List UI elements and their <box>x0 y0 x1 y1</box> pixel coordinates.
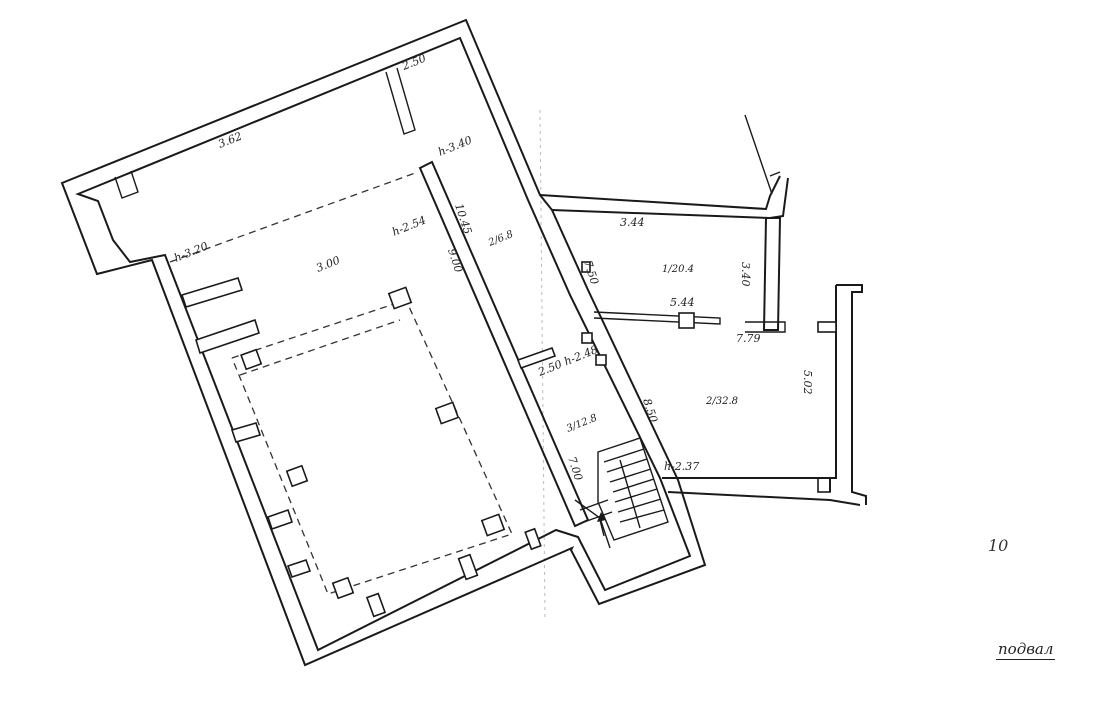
stair-arrow-icon <box>597 512 606 522</box>
label-annex-top: 3.44 <box>620 216 645 229</box>
corridor-post <box>581 332 593 344</box>
main-inner-wall <box>75 36 692 652</box>
annex-bottom-wall-outer <box>667 491 861 506</box>
corridor-post-2 <box>595 354 607 366</box>
wall-nib-4 <box>266 508 294 531</box>
label-top-right: 2.50 <box>399 52 428 74</box>
column-8 <box>365 592 387 618</box>
annex-column <box>678 312 695 329</box>
label-right-a: 10.45 <box>452 202 474 236</box>
main-building <box>60 18 707 667</box>
column-7 <box>457 553 479 581</box>
label-annex-height: h-2.37 <box>664 460 699 473</box>
label-height-main: h-3.40 <box>436 134 474 159</box>
label-annex-room-1: 1/20.4 <box>662 264 694 275</box>
sheet-mark: 10 <box>988 536 1009 555</box>
label-span: 3.00 <box>314 254 342 275</box>
dashed-grid-outline <box>231 299 513 595</box>
column-5 <box>480 513 506 537</box>
column-3 <box>434 401 460 425</box>
floor-caption: подвал <box>996 640 1056 660</box>
annex-room2-right-wall-inner <box>830 285 837 479</box>
column-6 <box>331 576 355 600</box>
wall-nib-2 <box>195 318 260 355</box>
annex-partition-end <box>745 321 786 333</box>
label-annex-room-2: 2/32.8 <box>705 396 738 407</box>
label-height-left: h-3.20 <box>172 240 210 265</box>
label-corridor: 2.50 h-2.48 <box>535 343 599 379</box>
label-annex-right-2: 5.02 <box>801 370 814 395</box>
label-room-2: 2/6.8 <box>486 229 515 249</box>
dashed-grid-inner <box>239 319 401 376</box>
label-room-3: 3/12.8 <box>565 413 599 435</box>
column-4 <box>285 464 309 488</box>
wall-nib-1 <box>180 277 244 308</box>
label-top-left: 3.62 <box>216 130 244 151</box>
wall-nib-5 <box>286 558 312 579</box>
top-left-recess <box>114 170 139 199</box>
annex-corner-post <box>817 477 831 493</box>
annex-building <box>539 114 867 506</box>
corridor-nib <box>516 346 557 370</box>
label-right-b: 9.00 <box>445 247 465 274</box>
dashed-beam-top <box>169 171 419 263</box>
column-9 <box>524 527 542 551</box>
label-inner-height: h-2.54 <box>390 214 428 239</box>
annex-room2-right-wall <box>836 284 867 505</box>
label-annex-mid: 5.44 <box>670 296 695 309</box>
interior-bearing-wall <box>418 160 590 528</box>
corridor-post-3 <box>581 261 591 273</box>
column-1 <box>240 348 263 371</box>
label-annex-mid-2: 7.79 <box>736 332 761 345</box>
wall-nib-3 <box>230 422 262 443</box>
annex-stub-cap <box>769 171 781 177</box>
annex-diagonal-stub <box>744 114 773 195</box>
column-2 <box>387 286 413 310</box>
annex-nib <box>817 321 837 333</box>
main-outer-wall <box>60 18 707 667</box>
label-side: 7.00 <box>565 455 585 482</box>
top-right-partition <box>385 67 416 135</box>
annex-room1-right-wall <box>762 217 782 331</box>
annex-partition <box>593 311 721 325</box>
annex-bottom-wall <box>662 477 831 492</box>
annex-top-wall <box>539 175 781 211</box>
label-side-2: 8.50 <box>640 397 660 424</box>
label-annex-right: 3.40 <box>739 262 752 287</box>
staircase <box>574 437 669 549</box>
